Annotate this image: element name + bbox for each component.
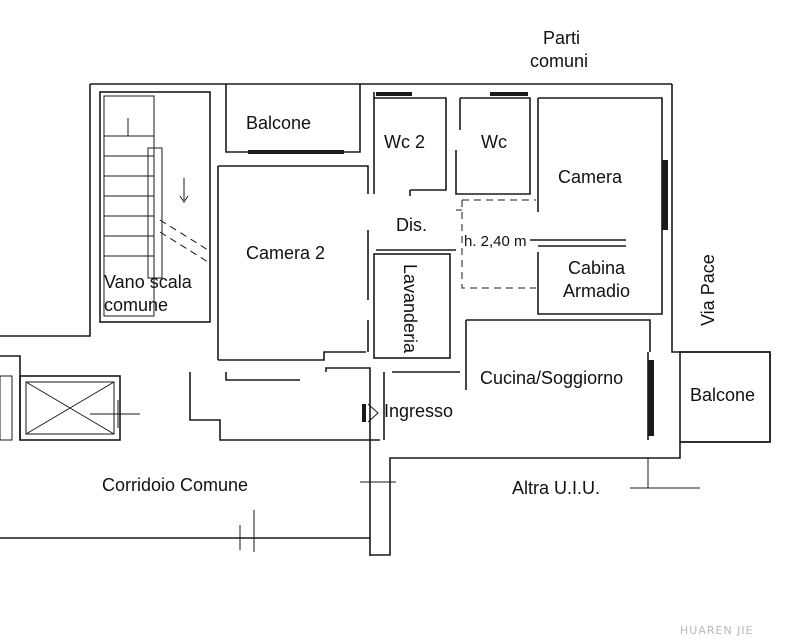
room-cucina-walls (392, 319, 654, 440)
label-wc: Wc (481, 132, 507, 152)
room-camera-walls (530, 97, 668, 241)
label-camera: Camera (558, 167, 623, 187)
watermark: HUAREN JIE (680, 624, 754, 637)
label-vano-scala-2: comune (104, 295, 168, 315)
label-corridoio-comune: Corridoio Comune (102, 475, 248, 495)
corridor-walls (189, 367, 700, 556)
label-altra-uiu: Altra U.I.U. (512, 478, 600, 498)
room-wc-walls (455, 92, 531, 195)
label-balcone-right: Balcone (690, 385, 755, 405)
room-disimpegno-walls (376, 190, 536, 289)
label-parti-comuni-1: Parti (543, 28, 580, 48)
room-camera2-walls (217, 165, 369, 361)
room-cabina-walls (537, 240, 663, 315)
label-camera2: Camera 2 (246, 243, 325, 263)
label-vano-scala-1: Vano scala (104, 272, 193, 292)
label-via-pace: Via Pace (698, 254, 718, 326)
label-dis: Dis. (396, 215, 427, 235)
balcony-top (225, 84, 361, 154)
label-parti-comuni-2: comuni (530, 51, 588, 71)
lift-shaft (0, 375, 140, 441)
label-cabina-2: Armadio (563, 281, 630, 301)
room-lavanderia-walls (373, 253, 451, 359)
label-wc2: Wc 2 (384, 132, 425, 152)
label-height-note: h. 2,40 m (464, 233, 527, 250)
room-wc2-walls (373, 92, 447, 194)
label-ingresso: Ingresso (384, 401, 453, 421)
label-cucina-soggiorno: Cucina/Soggiorno (480, 368, 623, 388)
label-balcone-top: Balcone (246, 113, 311, 133)
label-cabina-1: Cabina (568, 258, 626, 278)
stairwell (99, 91, 211, 323)
label-lavanderia: Lavanderia (400, 264, 420, 354)
balcony-right-walls (679, 351, 771, 443)
